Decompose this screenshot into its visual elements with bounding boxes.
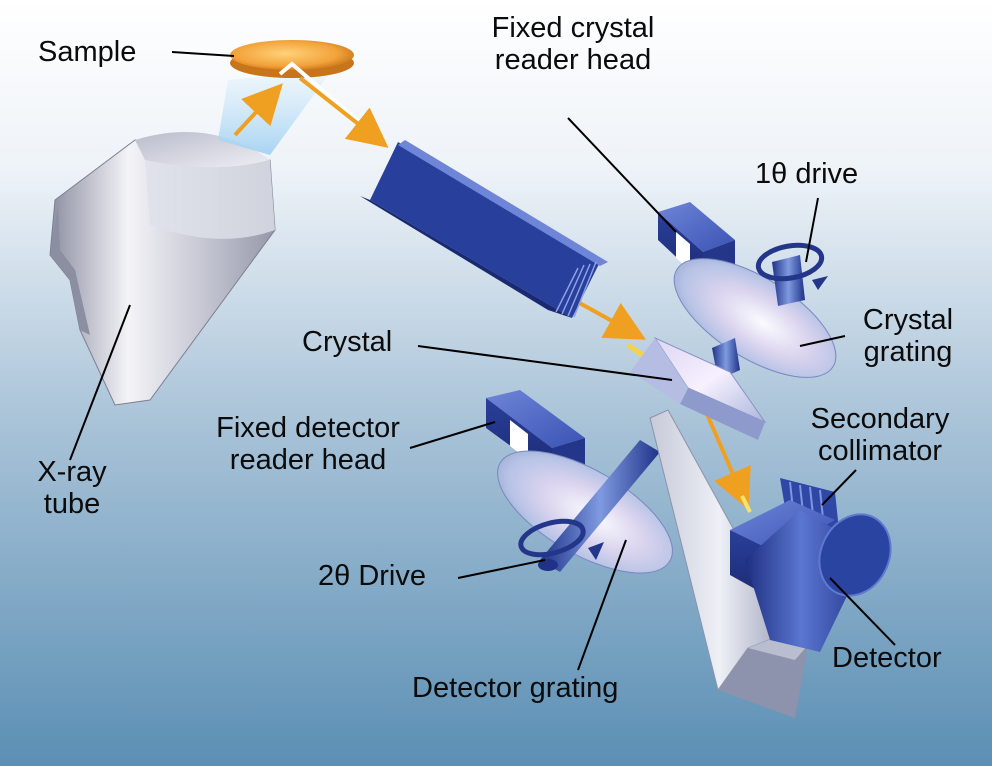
label-secondary-collimator-line-1: Secondary <box>790 403 970 435</box>
label-xray-tube-line-1: X-ray <box>22 456 122 488</box>
label-xray-tube-line-2: tube <box>22 488 122 520</box>
label-detector: Detector <box>832 642 942 674</box>
label-crystal-grating-line-2: grating <box>840 336 976 368</box>
label-sample-text: Sample <box>38 36 136 68</box>
label-crystal-grating: Crystal grating <box>840 304 976 368</box>
label-fixed-detector-reader-head: Fixed detector reader head <box>192 412 424 476</box>
label-sample: Sample <box>38 36 136 68</box>
label-two-theta-drive: 2θ Drive <box>318 560 426 592</box>
label-crystal-grating-line-1: Crystal <box>840 304 976 336</box>
label-crystal: Crystal <box>302 326 392 358</box>
label-fixed-crystal-line-1: Fixed crystal <box>458 12 688 44</box>
label-fixed-detector-line-2: reader head <box>192 444 424 476</box>
label-detector-grating-text: Detector grating <box>412 672 618 704</box>
label-secondary-collimator-line-2: collimator <box>790 435 970 467</box>
label-xray-tube: X-ray tube <box>22 456 122 520</box>
label-one-theta-drive: 1θ drive <box>755 158 858 190</box>
label-crystal-text: Crystal <box>302 326 392 358</box>
label-fixed-crystal-line-2: reader head <box>458 44 688 76</box>
sample-disc <box>230 40 354 78</box>
label-fixed-crystal-reader-head: Fixed crystal reader head <box>458 12 688 76</box>
label-two-theta-drive-text: 2θ Drive <box>318 560 426 592</box>
label-secondary-collimator: Secondary collimator <box>790 403 970 467</box>
label-fixed-detector-line-1: Fixed detector <box>192 412 424 444</box>
label-detector-grating: Detector grating <box>412 672 618 704</box>
label-one-theta-drive-text: 1θ drive <box>755 158 858 190</box>
label-detector-text: Detector <box>832 642 942 674</box>
